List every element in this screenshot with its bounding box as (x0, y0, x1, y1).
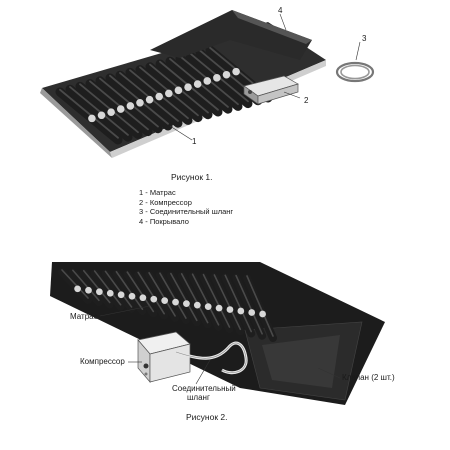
air-cell (55, 87, 123, 145)
air-cell (115, 70, 183, 128)
air-cell (221, 273, 256, 338)
label-valve: Клапан (2 шт.) (342, 373, 395, 382)
cover-inner-pocket (262, 335, 340, 388)
air-cell (145, 270, 180, 322)
air-cell (101, 269, 136, 313)
air-cell (177, 271, 212, 329)
air-cell (58, 268, 92, 304)
air-cell (232, 273, 267, 340)
hose-label-line (195, 359, 211, 385)
legend-item-hose: 3 - Соединительный шланг (139, 207, 234, 216)
cover-sheet (150, 10, 312, 60)
legend-item-cover: 4 - Покрывало (139, 216, 189, 226)
air-cell (95, 76, 163, 134)
label-hose-line-1: Соединительный (172, 384, 236, 393)
label-mattress: Матрас (70, 312, 98, 321)
callout-2: 2 (304, 96, 309, 105)
air-cell (123, 270, 158, 318)
mattress-base-side (40, 88, 112, 158)
callout-2-line (283, 91, 301, 99)
air-cell (175, 53, 243, 111)
air-cell (210, 272, 245, 336)
figure-2-caption: Рисунок 2. (186, 412, 228, 422)
callout-4-line (279, 13, 287, 31)
callout-1: 1 (192, 137, 197, 146)
mattress-air-cells-2 (58, 268, 277, 342)
label-compressor: Компрессор (80, 357, 125, 366)
air-cell (125, 67, 193, 125)
figure-1-illustration (40, 10, 375, 158)
legend-item-mattress: 1 - Матрас (139, 188, 176, 197)
air-cell (188, 272, 223, 331)
air-cell (185, 51, 253, 109)
compressor-illustration (243, 75, 299, 105)
air-cell (243, 274, 277, 342)
callout-3: 3 (362, 34, 367, 43)
mattress-label-line (99, 305, 151, 317)
connecting-hose-outline (175, 342, 247, 373)
callout-4: 4 (278, 6, 283, 15)
legend-item-compressor: 2 - Компрессор (139, 197, 192, 207)
air-cell (135, 65, 203, 123)
air-cell (134, 270, 169, 320)
hose-coil-illustration (335, 61, 375, 83)
mattress-air-cells (55, 45, 273, 145)
air-cell (199, 272, 234, 334)
air-cell (90, 269, 125, 311)
cover-sheet-highlight (232, 10, 312, 44)
air-cell (68, 268, 103, 307)
valve-label-line (317, 367, 341, 379)
air-cell (85, 79, 153, 137)
label-hose-line-2: шланг (187, 393, 210, 402)
air-cell (105, 73, 173, 131)
callout-1-line (169, 125, 193, 141)
air-cell (112, 269, 147, 316)
air-cell (155, 271, 190, 325)
air-cell (166, 271, 201, 327)
compressor-illustration-2 (137, 331, 191, 383)
air-cell (79, 268, 114, 309)
figure-1-caption: Рисунок 1. (171, 172, 213, 182)
air-cell (155, 59, 223, 117)
air-cell (65, 84, 133, 142)
air-cell (165, 56, 233, 114)
air-cell (145, 62, 213, 120)
callout-3-line (355, 41, 361, 61)
air-cell (75, 81, 143, 139)
figure-1-legend: 1 - Матрас 2 - Компрессор 3 - Соединител… (139, 188, 233, 226)
